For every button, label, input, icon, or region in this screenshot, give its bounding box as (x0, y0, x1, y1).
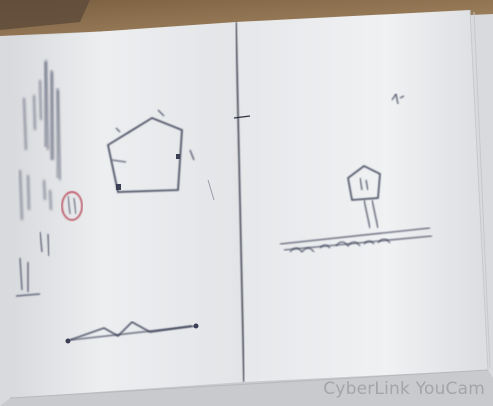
corner-mark (391, 92, 405, 105)
desk-surface (0, 0, 493, 36)
right-page-edges (469, 9, 491, 371)
page-spine (235, 21, 245, 383)
page-stack-edge (0, 370, 493, 406)
value-300 (15, 257, 41, 297)
right-page (236, 10, 488, 382)
zigzag-line (69, 321, 193, 341)
right-pentagon (347, 165, 381, 201)
left-page (8, 22, 244, 398)
dark-object-top-left (0, 0, 90, 30)
handwriting-dots (44, 62, 59, 178)
right-handwriting (289, 238, 391, 253)
cyberlink-youcam-watermark: CyberLink YouCam (323, 379, 485, 399)
red-circle (61, 191, 83, 221)
